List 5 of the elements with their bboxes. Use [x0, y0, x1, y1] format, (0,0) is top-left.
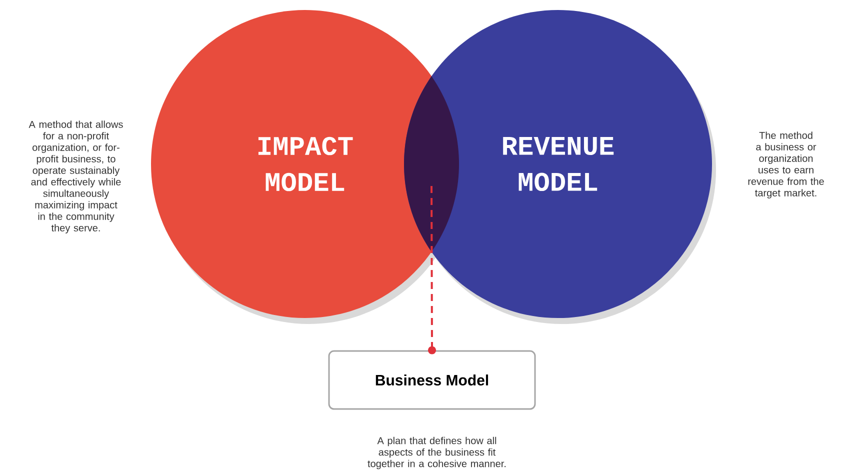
process-box: Business Model	[328, 350, 536, 410]
description-text: The method a business or organization uses to earn revenue from the target market.	[748, 132, 824, 198]
description-text: A method that allows for a non-profit organization, or for-profit business, to operate sustainably and effectively while simultaneously maximizing impact in the community they serve.	[28, 120, 123, 234]
dashed-leader-line	[428, 186, 436, 354]
description-text: A plan that defines how all aspects of the business fit together in a cohesive manner.	[368, 436, 506, 470]
